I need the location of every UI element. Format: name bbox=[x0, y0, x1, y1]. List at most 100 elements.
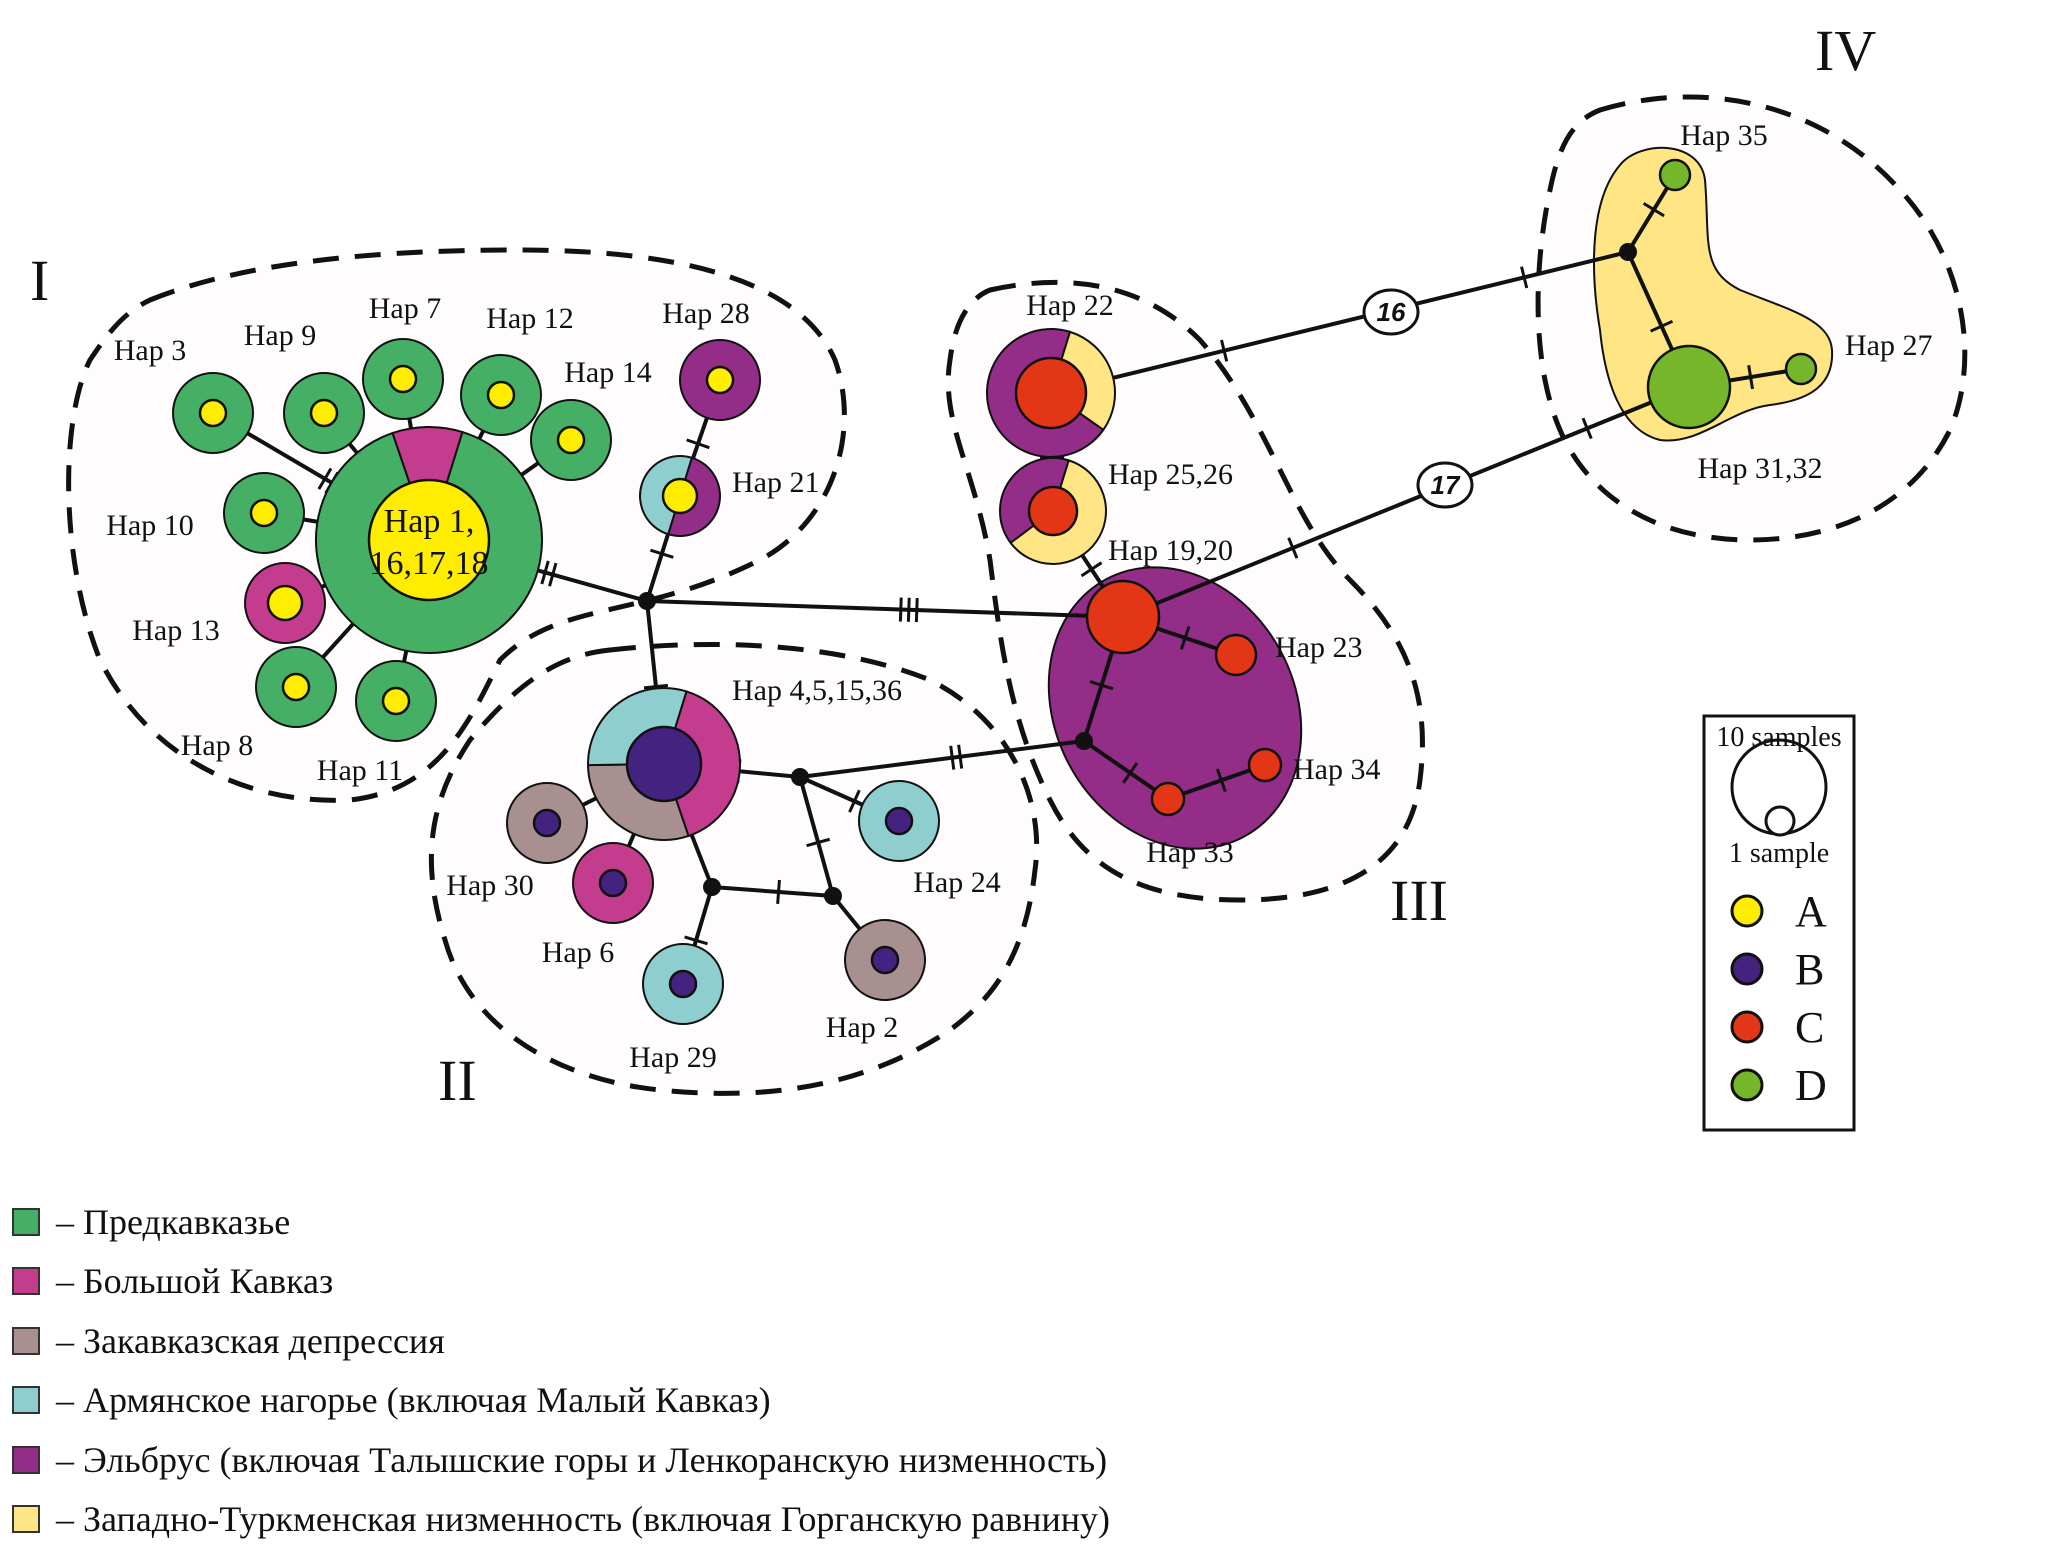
median-vector-node bbox=[824, 887, 842, 905]
haplotype-h25-core bbox=[1029, 487, 1077, 535]
haplotype-label: Hap 10 bbox=[106, 509, 193, 542]
legend-large-label: 10 samples bbox=[1716, 722, 1841, 753]
region-label: – Большой Кавказ bbox=[56, 1260, 333, 1302]
haplotype-label: Hap 23 bbox=[1275, 631, 1362, 664]
haplotype-h4-core bbox=[627, 727, 701, 801]
haplotype-label: Hap 6 bbox=[542, 936, 614, 969]
region-label: – Закавказская депрессия bbox=[56, 1320, 445, 1362]
haplotype-label: Hap 11 bbox=[317, 754, 403, 787]
legend-box bbox=[1704, 716, 1854, 1130]
median-vector-node bbox=[791, 768, 809, 786]
cluster-label-III: III bbox=[1390, 868, 1448, 933]
haplotype-h9-core bbox=[311, 400, 337, 426]
haplotype-h13 bbox=[245, 563, 325, 643]
haplogroup-C-label: C bbox=[1795, 1003, 1824, 1052]
mutation-count-label: 17 bbox=[1431, 470, 1461, 500]
haplotype-label: Hap 12 bbox=[486, 302, 573, 335]
haplotype-h11 bbox=[356, 661, 436, 741]
haplotype-h6 bbox=[573, 843, 653, 923]
haplotype-h4 bbox=[588, 688, 740, 840]
haplotype-label: Hap 21 bbox=[732, 466, 819, 499]
haplotype-label: Hap 33 bbox=[1146, 836, 1233, 869]
haplotype-h13-core bbox=[268, 586, 302, 620]
haplotype-h27 bbox=[1786, 354, 1816, 384]
haplotype-h14-core bbox=[558, 427, 584, 453]
haplotype-h8 bbox=[256, 647, 336, 727]
haplotype-h30-core bbox=[534, 810, 560, 836]
haplotype-h11-core bbox=[383, 688, 409, 714]
haplogroup-B-swatch bbox=[1732, 954, 1762, 984]
haplotype-h19 bbox=[1087, 581, 1159, 653]
region-legend: – Предкавказье – Большой Кавказ – Закавказ… bbox=[12, 1192, 1110, 1549]
haplotype-h2 bbox=[845, 920, 925, 1000]
haplotype-label: Hap 9 bbox=[244, 319, 316, 352]
mutation-tick bbox=[916, 598, 917, 622]
legend-small-circle bbox=[1766, 807, 1794, 835]
cluster-label-II: II bbox=[438, 1048, 477, 1113]
median-vector-node bbox=[1619, 243, 1637, 261]
haplotype-h7 bbox=[363, 339, 443, 419]
region-label: – Эльбрус (включая Талышские горы и Ленк… bbox=[56, 1439, 1107, 1481]
haplotype-h33 bbox=[1152, 783, 1184, 815]
haplotype-h14 bbox=[531, 400, 611, 480]
haplotype-h34-core bbox=[1249, 749, 1281, 781]
haplotype-h29 bbox=[643, 944, 723, 1024]
haplotype-h19-core bbox=[1087, 581, 1159, 653]
region-label: – Западно-Туркменская низменность (включ… bbox=[56, 1498, 1110, 1540]
region-legend-item: – Армянское нагорье (включая Малый Кавка… bbox=[12, 1371, 1110, 1431]
region-swatch bbox=[12, 1267, 40, 1295]
median-vector-node bbox=[1075, 732, 1093, 750]
haplotype-h6-core bbox=[600, 870, 626, 896]
cluster-label-I: I bbox=[30, 248, 49, 313]
haplotype-label: Hap 13 bbox=[132, 614, 219, 647]
haplotype-h27-core bbox=[1786, 354, 1816, 384]
haplotype-h7-core bbox=[390, 366, 416, 392]
haplotype-h31 bbox=[1648, 346, 1730, 428]
legend-small-label: 1 sample bbox=[1729, 838, 1829, 869]
mutation-tick bbox=[908, 598, 909, 622]
median-vector-node bbox=[638, 592, 656, 610]
haplotype-label: Hap 8 bbox=[181, 729, 253, 762]
haplotype-label: Hap 19,20 bbox=[1108, 534, 1233, 567]
haplotype-h9 bbox=[284, 373, 364, 453]
haplogroup-B-label: B bbox=[1795, 945, 1824, 994]
region-legend-item: – Большой Кавказ bbox=[12, 1252, 1110, 1312]
haplotype-label: Hap 14 bbox=[564, 356, 651, 389]
haplotype-label: Hap 29 bbox=[629, 1041, 716, 1074]
haplotype-h10-core bbox=[251, 500, 277, 526]
haplotype-h21-core bbox=[663, 479, 697, 513]
haplotype-h35 bbox=[1660, 160, 1690, 190]
mutation-count-label: 16 bbox=[1377, 297, 1406, 327]
haplotype-h22-core bbox=[1016, 358, 1086, 428]
region-swatch bbox=[12, 1327, 40, 1355]
haplotype-label: Hap 22 bbox=[1026, 289, 1113, 322]
haplotype-h3-core bbox=[200, 400, 226, 426]
mutation-tick bbox=[900, 598, 901, 622]
haplotype-h29-core bbox=[670, 971, 696, 997]
haplotype-label: Hap 24 bbox=[913, 866, 1000, 899]
haplogroup-C-swatch bbox=[1732, 1012, 1762, 1042]
haplotype-label: Hap 27 bbox=[1845, 329, 1932, 362]
haplotype-h28 bbox=[680, 340, 760, 420]
region-swatch bbox=[12, 1386, 40, 1414]
haplotype-h2-core bbox=[872, 947, 898, 973]
haplotype-h23-core bbox=[1216, 635, 1256, 675]
haplogroup-D-swatch bbox=[1732, 1070, 1762, 1100]
haplotype-label: Hap 2 bbox=[826, 1011, 898, 1044]
region-label: – Предкавказье bbox=[56, 1201, 290, 1243]
cluster-label-IV: IV bbox=[1815, 18, 1876, 83]
haplotype-h28-core bbox=[707, 367, 733, 393]
haplotype-label: Hap 1, bbox=[384, 503, 475, 540]
region-legend-item: – Эльбрус (включая Талышские горы и Ленк… bbox=[12, 1430, 1110, 1490]
haplotype-label: Hap 4,5,15,36 bbox=[732, 674, 902, 707]
haplotype-h34 bbox=[1249, 749, 1281, 781]
haplotype-label: Hap 28 bbox=[662, 297, 749, 330]
haplogroup-A-swatch bbox=[1732, 896, 1762, 926]
region-legend-item: – Закавказская депрессия bbox=[12, 1311, 1110, 1371]
haplotype-h8-core bbox=[283, 674, 309, 700]
haplotype-h1-core bbox=[369, 480, 489, 600]
haplotype-label: 16,17,18 bbox=[370, 545, 489, 582]
haplotype-h24-core bbox=[886, 808, 912, 834]
region-swatch bbox=[12, 1446, 40, 1474]
